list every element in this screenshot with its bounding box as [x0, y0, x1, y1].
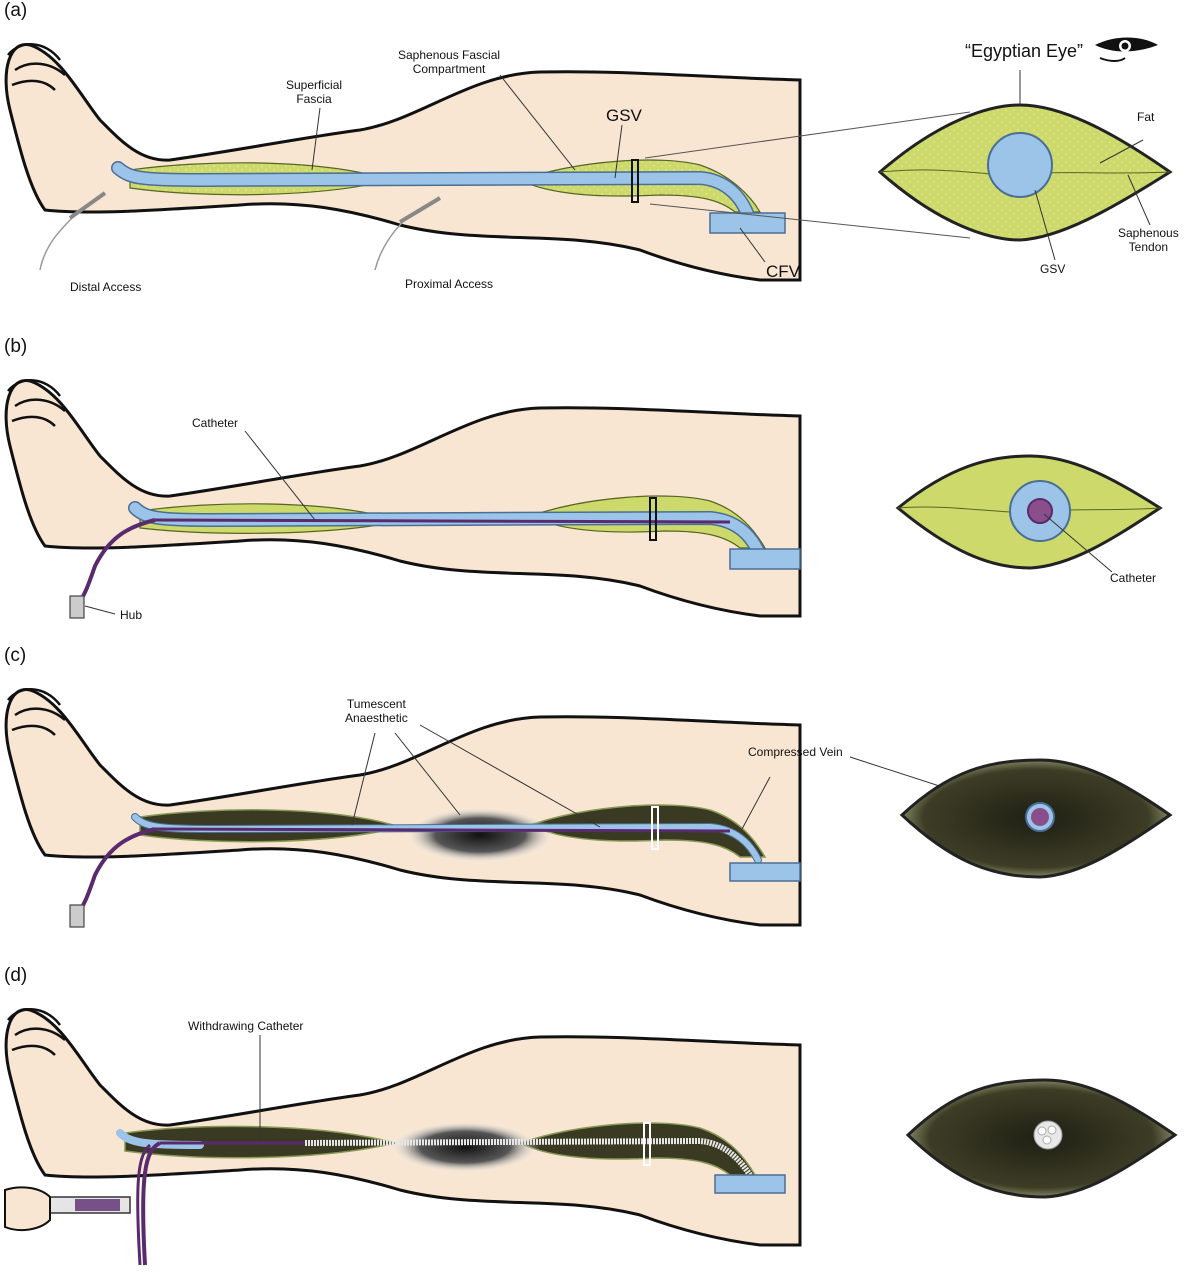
gsv-vein	[116, 1129, 204, 1149]
proximal-access-label: Proximal Access	[405, 277, 494, 291]
panel-d-drawing	[4, 1008, 1178, 1266]
panel-c-drawing	[4, 688, 1173, 928]
cfv-vein	[729, 548, 801, 570]
panel-letter-b: (b)	[4, 336, 28, 357]
catheter-tube	[141, 1141, 161, 1266]
proximal-access-line	[374, 219, 406, 271]
panel-d: (d)	[0, 965, 1200, 1275]
panel-letter-d: (d)	[4, 965, 28, 986]
hub-icon	[69, 904, 85, 928]
tumescent-label: Tumescent Anaesthetic	[345, 697, 408, 725]
fat-label: Fat	[1137, 110, 1155, 124]
tumescent-cloud	[405, 807, 555, 863]
gsv-cross-label: GSV	[1040, 262, 1066, 276]
leg	[4, 379, 802, 618]
section-marker	[649, 497, 657, 541]
panel-letter-a: (a)	[4, 0, 28, 21]
panel-letter-c: (c)	[4, 645, 27, 666]
toes	[7, 43, 66, 91]
catheter-tube	[78, 518, 156, 603]
section-marker	[631, 159, 639, 203]
occluded-vein-icon	[1033, 1120, 1063, 1150]
catheter-tube	[78, 827, 156, 912]
cfv-vein	[729, 862, 801, 882]
section-marker	[643, 1122, 651, 1166]
withdrawing-catheter-label: Withdrawing Catheter	[188, 1019, 304, 1033]
cfv-vein	[714, 1174, 786, 1194]
catheter-line	[154, 827, 731, 833]
leg	[4, 43, 802, 282]
leg	[4, 1008, 802, 1247]
catheter-cross-label: Catheter	[1110, 571, 1157, 585]
ablated-vein	[304, 1137, 753, 1177]
catheter-line	[154, 518, 731, 524]
catheter-label: Catheter	[192, 416, 239, 430]
panel-c: (c)	[0, 645, 1200, 945]
hand-icon	[4, 1186, 51, 1232]
gsv-label: GSV	[606, 106, 642, 125]
panel-a: (a)	[0, 0, 1200, 310]
panel-a-drawing	[4, 37, 1173, 282]
panel-b-drawing	[4, 379, 1163, 619]
hub-label: Hub	[120, 608, 143, 622]
cfv-vein	[709, 212, 786, 234]
leg	[4, 688, 802, 927]
compressed-vein-label: Compressed Vein	[748, 745, 843, 759]
hub-icon	[69, 595, 85, 619]
gsv-cross-circle	[987, 132, 1053, 198]
catheter-cross-circle	[1027, 498, 1053, 524]
panel-b: (b) Catheter Hub Catheter	[0, 336, 1200, 636]
egyptian-eye-label: “Egyptian Eye”	[965, 41, 1084, 61]
distal-access-line	[39, 214, 76, 271]
distal-access-label: Distal Access	[70, 280, 142, 294]
tumescent-cloud	[390, 1121, 540, 1173]
section-marker	[651, 806, 659, 850]
saphenous-tendon-label: Saphenous Tendon	[1118, 226, 1179, 254]
cfv-label: CFV	[766, 262, 800, 281]
saphenous-compartment-label: Saphenous Fascial Compartment	[398, 48, 501, 76]
superficial-fascia-label: Superficial Fascia	[286, 78, 343, 106]
